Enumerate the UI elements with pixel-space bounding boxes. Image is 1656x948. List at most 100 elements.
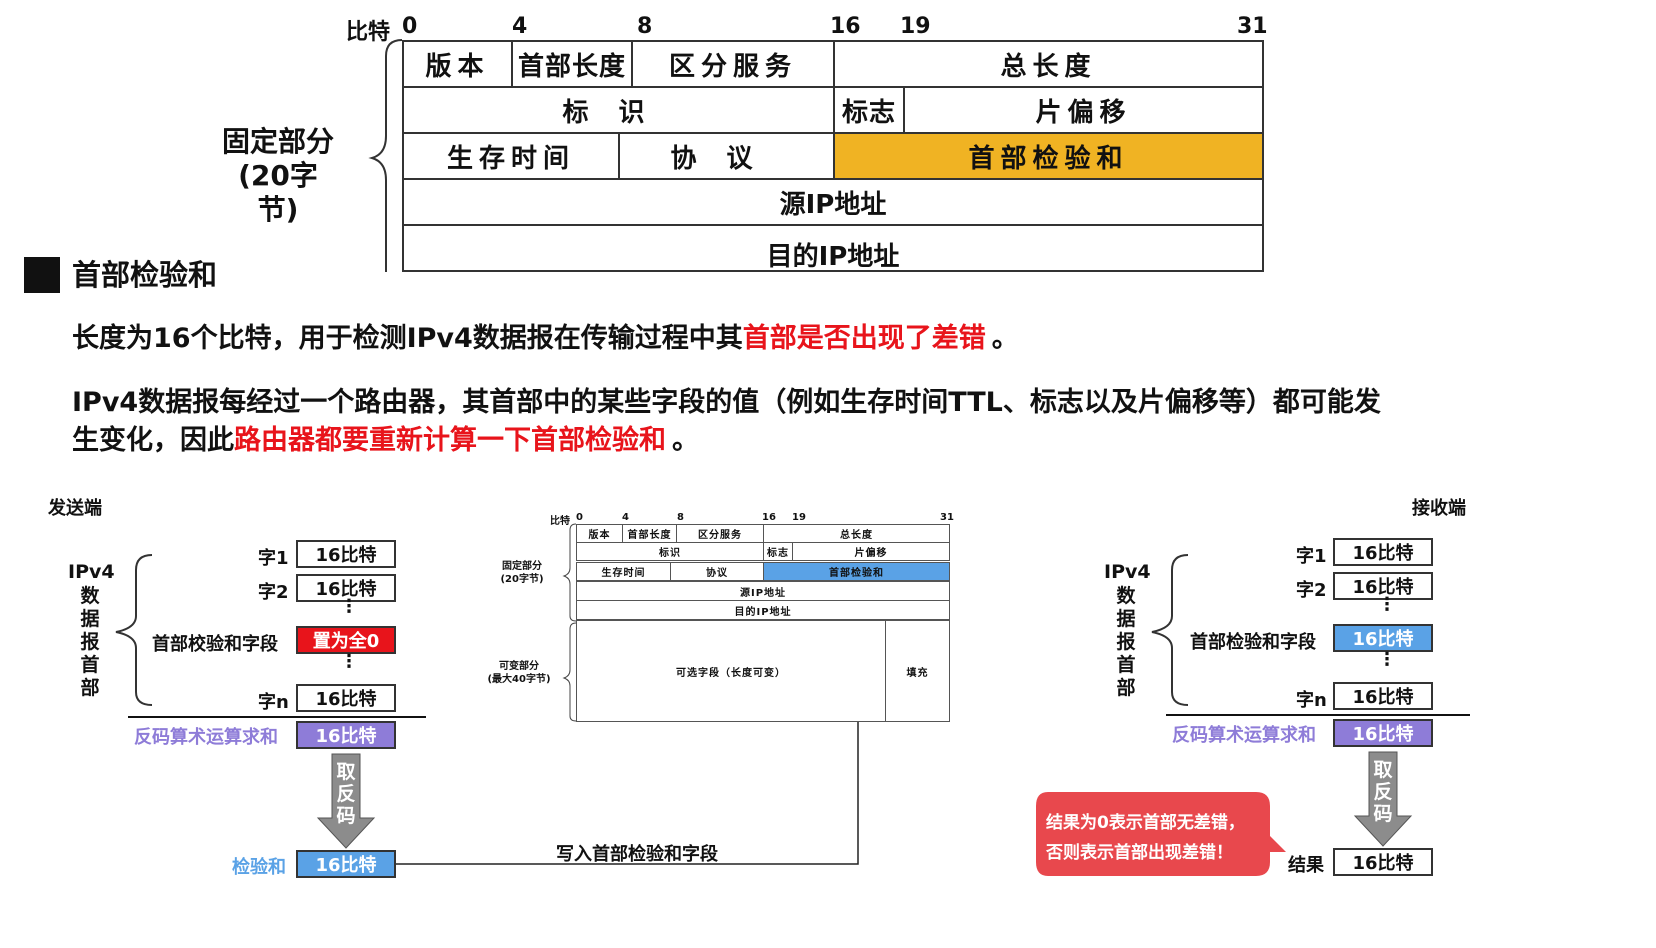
write-label: 写入首部检验和字段: [556, 844, 718, 865]
receiver-brace: [1151, 554, 1189, 706]
sender-wordn-value: 16比特: [296, 684, 396, 712]
mini-field-padding: 填充: [885, 620, 950, 722]
receiver-checksum-field-label: 首部检验和字段: [1190, 632, 1316, 653]
field-flags: 标志: [833, 86, 905, 134]
receiver-word1-label: 字1: [1296, 546, 1327, 567]
callout-line-1: 结果为0表示首部无差错，: [1046, 813, 1245, 833]
field-total-length: 总长度: [833, 40, 1264, 88]
mini-bit-label: 比特: [550, 516, 570, 527]
para1-plain: 长度为16个比特，用于检测IPv4数据报在传输过程中其: [72, 323, 743, 354]
receiver-side-char: 部: [1116, 677, 1136, 699]
receiver-word2-label: 字2: [1296, 580, 1327, 601]
sender-checksum-field-label: 首部校验和字段: [152, 634, 278, 655]
field-fragment-offset: 片偏移: [903, 86, 1264, 134]
sender-side-char: 部: [80, 677, 100, 699]
sender-word1-label: 字1: [258, 548, 289, 569]
mini-field-identification: 标识: [576, 542, 764, 561]
mini-field-flags: 标志: [763, 542, 793, 561]
mini-field-header-checksum: 首部检验和: [763, 562, 950, 581]
receiver-ellipsis-2: ⋮: [1378, 649, 1396, 670]
sender-side-char: 据: [80, 608, 100, 630]
mini-field-fragment-offset: 片偏移: [792, 542, 950, 561]
receiver-sum-value: 16比特: [1333, 719, 1433, 747]
paragraph-1: 长度为16个比特，用于检测IPv4数据报在传输过程中其首部是否出现了差错。: [72, 320, 1019, 358]
fixed-part-brace: [368, 39, 403, 272]
receiver-side-char: 报: [1116, 631, 1136, 653]
field-ttl: 生存时间: [402, 132, 620, 180]
mini-bit-mark: 19: [792, 512, 806, 523]
field-protocol: 协议: [618, 132, 835, 180]
receiver-result-value: 16比特: [1333, 848, 1433, 876]
bit-mark-19: 19: [900, 14, 931, 39]
sender-sum-label: 反码算术运算求和: [134, 727, 278, 748]
bit-mark-31: 31: [1237, 14, 1268, 39]
field-header-checksum: 首部检验和: [833, 132, 1264, 180]
sender-complement-arrow: [316, 753, 376, 849]
mini-variable-size: (最大40字节): [487, 674, 551, 685]
callout-line-2: 否则表示首部出现差错！: [1046, 843, 1233, 863]
sender-side-char: 数: [80, 585, 100, 607]
mini-field-source-ip: 源IP地址: [576, 581, 950, 601]
sender-wordn-label: 字n: [258, 692, 289, 713]
receiver-sum-line: [1166, 714, 1470, 716]
mini-bit-mark: 31: [940, 512, 954, 523]
mini-fixed-label: 固定部分 (20字节): [492, 560, 552, 586]
receiver-ellipsis-1: ⋮: [1378, 594, 1396, 615]
sender-sum-line: [128, 716, 426, 718]
mini-field-version: 版本: [576, 524, 623, 543]
receiver-wordn-label: 字n: [1296, 690, 1327, 711]
para2-end: 。: [672, 425, 699, 456]
sender-complement-char: 码: [336, 805, 356, 827]
mini-variable-label: 可变部分 (最大40字节): [482, 660, 556, 686]
section-bullet: [24, 257, 60, 293]
sender-set-zero-value: 置为全0: [296, 626, 396, 654]
mini-braces: [562, 523, 577, 722]
sender-brace: [115, 554, 153, 706]
sender-side-char: 首: [80, 654, 100, 676]
mini-field-protocol: 协议: [670, 562, 764, 581]
sender-complement-char: 取: [336, 761, 356, 783]
receiver-result-label: 结果: [1288, 855, 1324, 876]
sender-sum-value: 16比特: [296, 721, 396, 749]
receiver-complement-arrow: [1353, 751, 1413, 847]
fixed-part-size: (20字节): [238, 159, 318, 226]
receiver-side-ipv4: IPv4: [1104, 561, 1151, 583]
bit-mark-0: 0: [402, 14, 418, 39]
receiver-complement-char: 反: [1373, 781, 1393, 803]
mini-bit-mark: 8: [677, 512, 684, 523]
bit-mark-8: 8: [637, 14, 653, 39]
sender-checksum-value: 16比特: [296, 850, 396, 878]
section-title: 首部检验和: [72, 258, 218, 292]
receiver-title: 接收端: [1412, 498, 1466, 519]
mini-fixed-size: (20字节): [500, 574, 544, 585]
sender-title: 发送端: [48, 498, 102, 519]
mini-field-options: 可选字段（长度可变）: [576, 620, 886, 722]
mini-bit-mark: 4: [622, 512, 629, 523]
receiver-side-char: 数: [1116, 585, 1136, 607]
sender-word2-value: 16比特: [296, 574, 396, 602]
mini-field-ttl: 生存时间: [576, 562, 671, 581]
mini-field-total-length: 总长度: [763, 524, 950, 543]
para1-end: 。: [991, 323, 1019, 354]
field-ds: 区分服务: [631, 40, 835, 88]
receiver-side-char: 首: [1116, 654, 1136, 676]
mini-variable-title: 可变部分: [499, 661, 539, 672]
receiver-checksum-value: 16比特: [1333, 624, 1433, 652]
receiver-side-char: 据: [1116, 608, 1136, 630]
sender-side-ipv4: IPv4: [68, 561, 115, 583]
receiver-complement-char: 码: [1373, 803, 1393, 825]
result-callout-bubble: [1036, 792, 1286, 876]
ipv4-header-diagram: 比特 0 4 8 16 19 31 固定部分 (20字节) 版本 首部长度 区分…: [0, 0, 1656, 272]
sender-word1-value: 16比特: [296, 540, 396, 568]
mini-field-dest-ip: 目的IP地址: [576, 600, 950, 620]
para1-highlight: 首部是否出现了差错: [742, 323, 986, 354]
result-callout-text: 结果为0表示首部无差错， 否则表示首部出现差错！: [1046, 808, 1245, 868]
mini-bit-mark: 0: [576, 512, 583, 523]
fixed-part-label: 固定部分 (20字节): [218, 125, 338, 227]
fixed-part-title: 固定部分: [221, 125, 334, 158]
paragraph-2-line-1: IPv4数据报每经过一个路由器，其首部中的某些字段的值（例如生存时间TTL、标志…: [72, 387, 1381, 418]
para2-highlight: 路由器都要重新计算一下首部检验和: [234, 425, 666, 456]
para2-plain: 生变化，因此: [72, 425, 234, 456]
bit-mark-16: 16: [830, 14, 861, 39]
receiver-complement-char: 取: [1373, 759, 1393, 781]
